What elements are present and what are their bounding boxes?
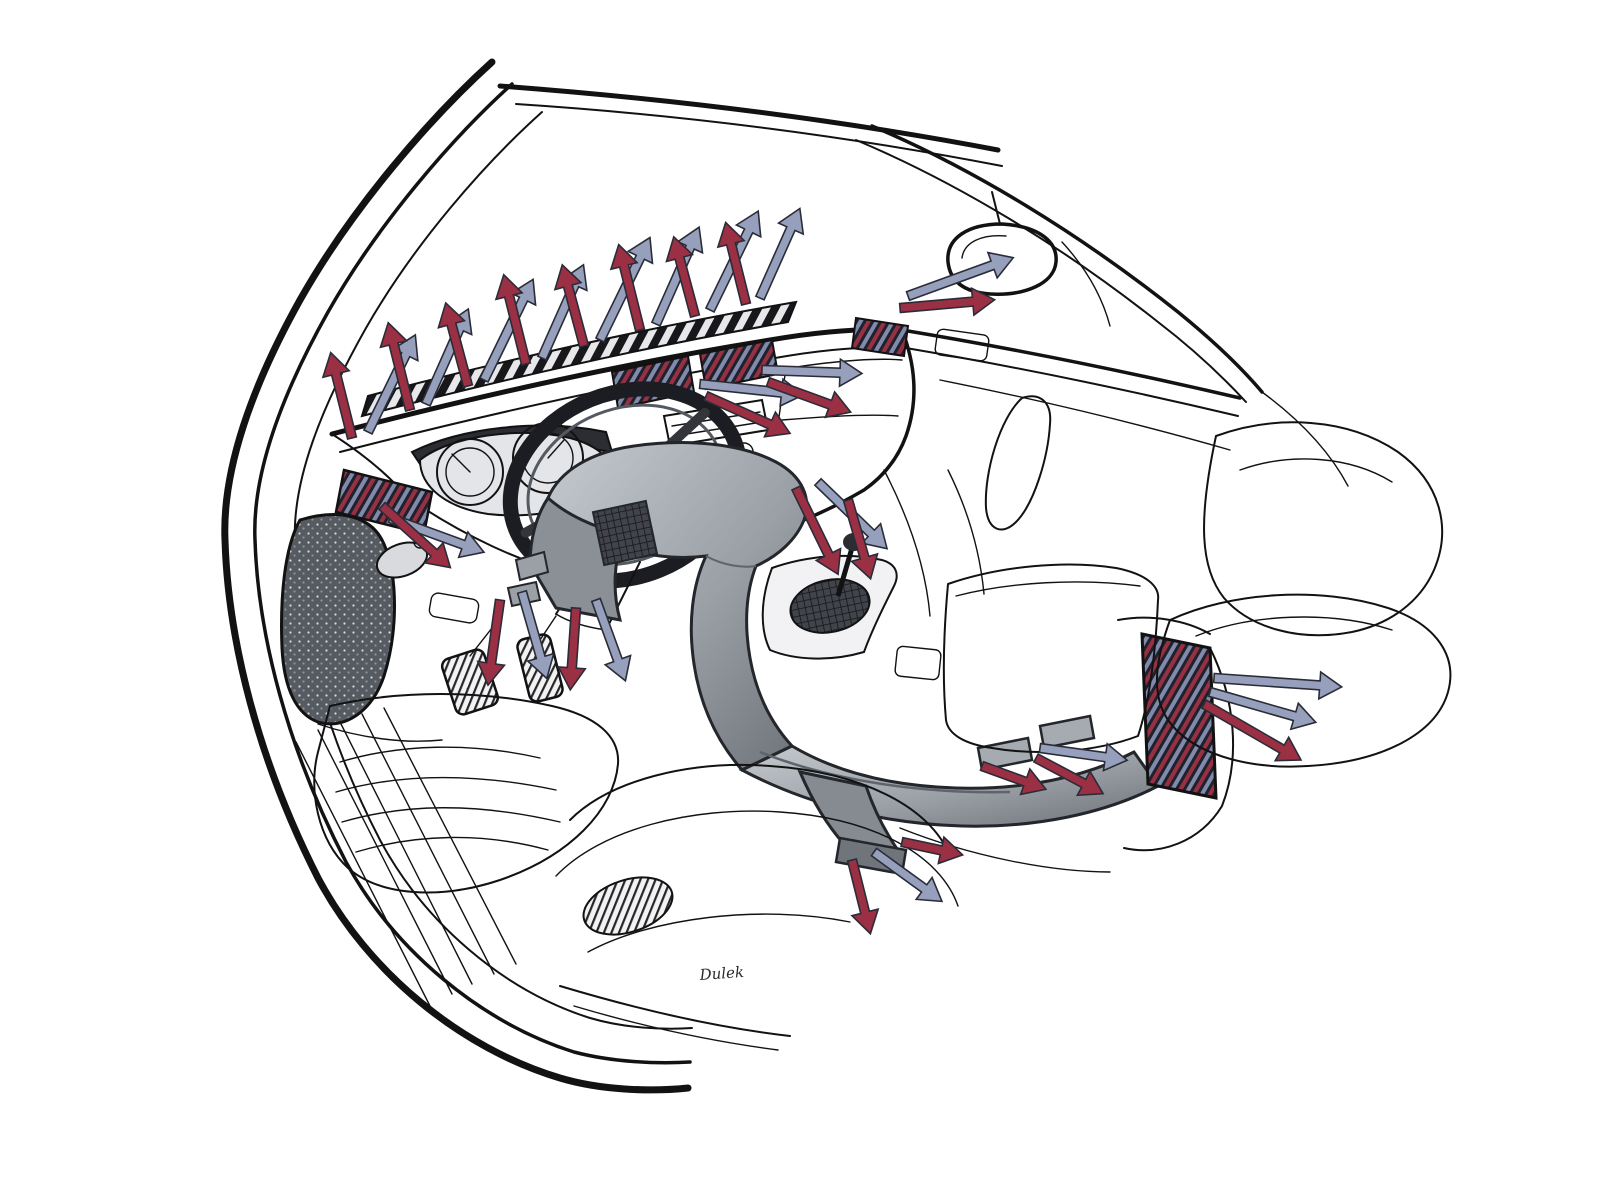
airflow-arrow-red [790,484,842,576]
airflow-arrow-red [900,835,965,865]
airflow-arrow-gray [1207,686,1318,731]
airflow-arrow-gray [1038,742,1129,772]
airflow-arrow-red [846,857,880,936]
airflow-arrow-red [377,501,452,569]
shift-boot [789,578,871,634]
airflow-arrow-gray [516,589,555,680]
floor-mat [313,693,620,894]
duct-mid-outlet [1038,714,1096,750]
airflow-arrow-red [665,235,701,319]
passenger-seat-cushion [1155,593,1452,768]
airflow-arrow-red [476,598,506,687]
airflow-arrow-red [556,606,587,692]
seats [942,421,1452,768]
airflow-arrow-red [703,390,792,438]
duct-mesh-vent [591,499,659,567]
airflow-arrow-gray [761,357,864,388]
airflow-arrow-gray [650,225,704,327]
door-grab-handle [984,395,1052,531]
airflow-arrow-gray [870,847,944,903]
airflow-arrows [321,207,1344,936]
floor [295,615,1111,1051]
airflow-arrow-red [553,263,590,349]
rear-vent-grille [1140,632,1218,800]
airflow-arrow-red [379,321,416,413]
gear-shifter [761,533,942,681]
right-dash-vent [850,316,910,358]
right-door-sill [900,328,1242,531]
airflow-arrow-red [898,286,997,317]
airflow-arrow-red [437,301,474,389]
airflow-arrow-red [765,376,853,419]
armrest-console [942,563,1160,753]
airflow-arrow-gray [478,277,537,384]
airflow-arrow-red [609,243,646,333]
airflow-arrow-red [979,760,1048,796]
mirror-switch [934,328,990,362]
airflow-arrow-red [494,273,532,367]
airflow-arrow-gray [594,236,654,344]
airflow-arrow-red [1200,699,1303,762]
left-door-panel [280,468,480,742]
airflow-arrow-gray [754,207,805,301]
rear-console-vent [1117,616,1235,852]
passenger-seat-back [1203,421,1444,637]
airflow-arrow-gray [590,597,632,683]
airflow-arrow-red [321,351,358,441]
door-trim-insert [280,513,396,726]
windshield-frame [497,83,1349,487]
duct-mid-outlet [976,736,1034,772]
airflow-arrow-gray [905,251,1015,302]
window-switch-pod [428,592,480,624]
airflow-arrow-red [842,497,879,581]
artist-signature: Dulek [698,963,745,984]
airflow-arrow-red [1032,752,1105,797]
floor-hump-grille [582,876,674,936]
speedometer [436,438,504,506]
airflow-arrow-red [716,221,752,307]
hvac-duct [506,441,1161,876]
airflow-arrow-gray [1212,670,1344,701]
